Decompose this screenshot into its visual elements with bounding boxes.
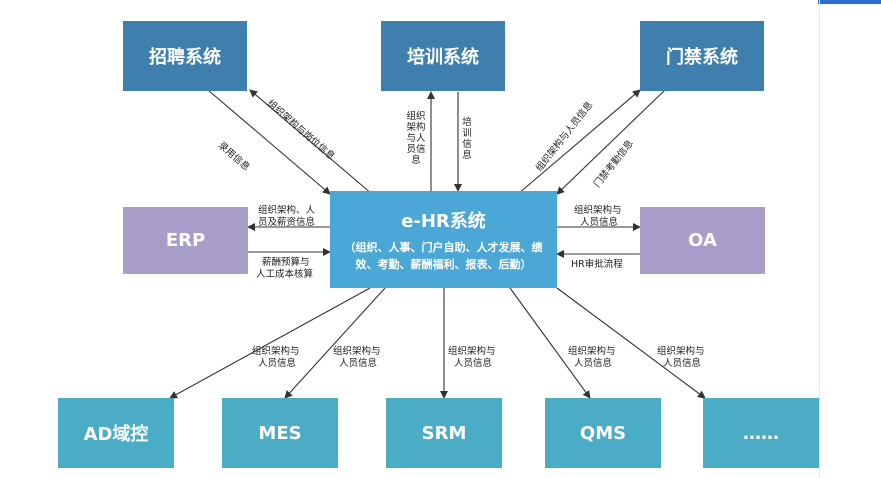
- label-ad-line2: 人员信息: [258, 358, 297, 369]
- arrow-hr-to-mes: [284, 287, 386, 399]
- label-training-info: 培训信息: [462, 117, 472, 161]
- label-ad-line1: 组织架构与: [252, 346, 300, 357]
- label-mes-line1: 组织架构与: [333, 346, 381, 357]
- more-systems-box: ……: [703, 398, 819, 468]
- label-more-line1: 组织架构与: [657, 346, 705, 357]
- recruit-system-box: 招聘系统: [123, 21, 247, 91]
- label-erp-in-line2: 人工成本核算: [256, 269, 314, 280]
- label-qms-line1: 组织架构与: [568, 346, 616, 357]
- label-erp-in-line1: 薪酬预算与: [262, 257, 310, 268]
- training-system-box: 培训系统: [381, 21, 505, 91]
- label-erp-out-line2: 员及薪资信息: [258, 217, 316, 228]
- arrow-access-to-hr: [556, 89, 666, 195]
- ehr-title: e-HR系统: [401, 210, 486, 232]
- arrow-hr-to-qms: [509, 287, 591, 399]
- ehr-system-box: e-HR系统 （组织、人事、门户自助、人才发展、绩效、考勤、薪酬福利、报表、后勤…: [330, 191, 557, 288]
- arrow-hr-to-more: [556, 287, 706, 399]
- label-oa-out-line1: 组织架构与: [574, 205, 622, 216]
- srm-system-box: SRM: [386, 398, 502, 468]
- ehr-modules: （组织、人事、门户自助、人才发展、绩效、考勤、薪酬福利、报表、后勤）: [344, 240, 543, 271]
- label-qms-line2: 人员信息: [574, 358, 613, 369]
- page-edge-line: [819, 0, 820, 478]
- label-more-line2: 人员信息: [663, 358, 702, 369]
- arrow-hr-to-ad: [169, 287, 371, 399]
- label-oa-out-line2: 人员信息: [580, 217, 619, 228]
- access-system-box: 门禁系统: [640, 21, 764, 91]
- qms-system-box: QMS: [545, 398, 661, 468]
- erp-system-box: ERP: [123, 207, 248, 274]
- label-srm-line1: 组织架构与: [448, 346, 496, 357]
- ad-system-box: AD域控: [58, 398, 174, 468]
- arrow-hr-to-access: [517, 89, 641, 195]
- label-erp-out-line1: 组织架构、人: [258, 205, 316, 216]
- label-training-org-info: 组织架构与人员信息: [406, 111, 426, 166]
- label-mes-line2: 人员信息: [339, 358, 378, 369]
- arrow-hr-to-recruit: [249, 89, 373, 195]
- arrow-recruit-to-hr: [207, 89, 331, 195]
- label-oa-approval: HR审批流程: [571, 259, 623, 270]
- oa-system-box: OA: [640, 207, 765, 274]
- mes-system-box: MES: [222, 398, 338, 468]
- label-srm-line2: 人员信息: [454, 358, 493, 369]
- top-accent-bar: [818, 0, 881, 4]
